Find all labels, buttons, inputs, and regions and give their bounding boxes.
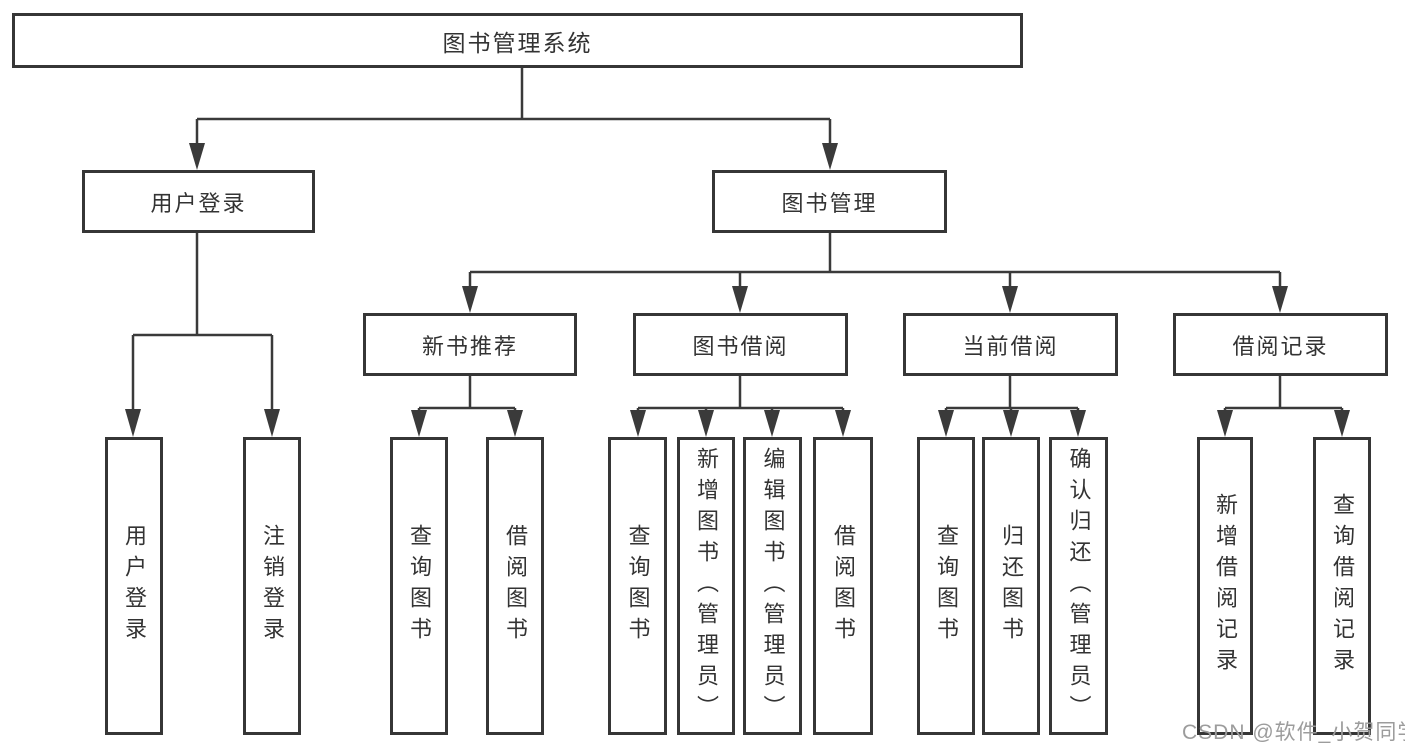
node-new-book-recommendation: 新书推荐 (363, 313, 577, 376)
leaf-br-query-record: 查询借阅记录 (1313, 437, 1371, 735)
csdn-watermark: CSDN @软件_小贺同学 (1182, 721, 1405, 744)
arrow-icon (125, 409, 141, 437)
arrow-icon (764, 410, 780, 437)
leaf-bb-query-book: 查询图书 (608, 437, 667, 735)
arrow-icon (698, 410, 714, 437)
node-user-login: 用户登录 (82, 170, 315, 233)
leaf-label: 新增图书（管理员） (694, 446, 719, 726)
leaf-user-login: 用户登录 (105, 437, 163, 735)
arrow-icon (835, 410, 851, 437)
leaf-br-add-record: 新增借阅记录 (1197, 437, 1253, 735)
arrow-icon (507, 410, 523, 437)
arrow-icon (1334, 410, 1350, 437)
leaf-cb-query-book: 查询图书 (917, 437, 975, 735)
leaf-label: 注销登录 (260, 524, 285, 648)
leaf-label: 查询图书 (934, 524, 959, 648)
leaf-label: 查询图书 (625, 524, 651, 648)
node-borrowing-records: 借阅记录 (1173, 313, 1388, 376)
leaf-label: 借阅图书 (831, 524, 856, 648)
leaf-cb-return-book: 归还图书 (982, 437, 1040, 735)
arrow-icon (630, 410, 646, 437)
leaf-nb-query-book: 查询图书 (390, 437, 448, 735)
node-root: 图书管理系统 (12, 13, 1023, 68)
node-book-management: 图书管理 (712, 170, 947, 233)
leaf-bb-add-book-admin: 新增图书（管理员） (677, 437, 735, 735)
arrow-icon (264, 409, 280, 437)
arrow-icon (1070, 410, 1086, 437)
arrow-icon (1272, 286, 1288, 313)
leaf-label: 用户登录 (122, 524, 147, 648)
leaf-label: 借阅图书 (503, 524, 528, 648)
arrow-icon (1002, 286, 1018, 313)
leaf-label: 编辑图书（管理员） (760, 446, 786, 726)
leaf-bb-borrow-book: 借阅图书 (813, 437, 873, 735)
node-current-borrowing: 当前借阅 (903, 313, 1118, 376)
leaf-label: 归还图书 (999, 524, 1024, 648)
arrow-icon (938, 410, 954, 437)
node-book-borrowing: 图书借阅 (633, 313, 848, 376)
arrow-icon (1003, 410, 1019, 437)
arrow-icon (822, 143, 838, 170)
arrow-icon (189, 143, 205, 170)
leaf-cb-confirm-return-admin: 确认归还（管理员） (1049, 437, 1108, 735)
leaf-label: 查询图书 (407, 524, 432, 648)
leaf-bb-edit-book-admin: 编辑图书（管理员） (743, 437, 802, 735)
arrow-icon (411, 410, 427, 437)
leaf-label: 新增借阅记录 (1213, 493, 1238, 679)
arrow-icon (732, 286, 748, 313)
leaf-logout: 注销登录 (243, 437, 301, 735)
leaf-label: 确认归还（管理员） (1066, 446, 1092, 726)
arrow-icon (462, 286, 478, 313)
leaf-nb-borrow-book: 借阅图书 (486, 437, 544, 735)
arrow-icon (1217, 410, 1233, 437)
leaf-label: 查询借阅记录 (1330, 493, 1355, 679)
